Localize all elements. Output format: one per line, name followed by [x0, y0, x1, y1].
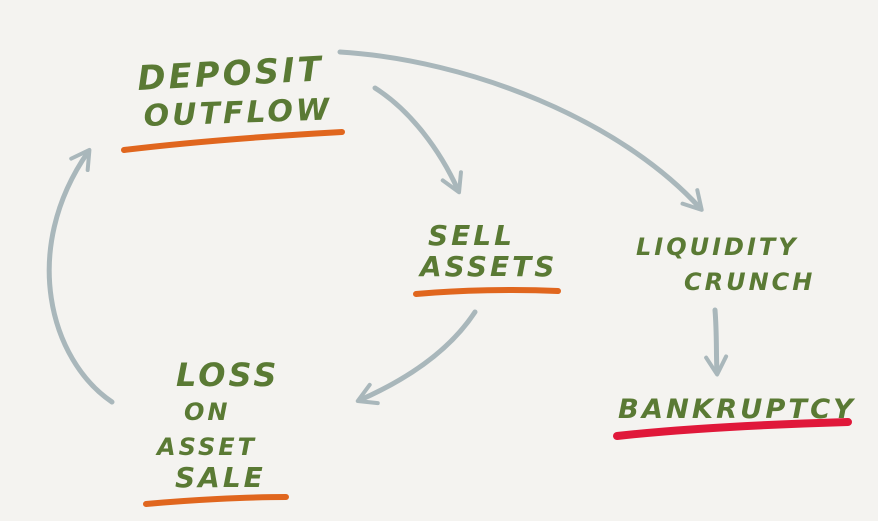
node-loss-line3: ASSET: [155, 433, 257, 461]
node-deposit-outflow-line2: OUTFLOW: [143, 92, 333, 134]
node-bankruptcy: BANKRUPTCY: [618, 394, 856, 425]
arrow-deposit-to-liquidity: [337, 49, 704, 212]
arrow-loss-to-deposit: [46, 147, 115, 405]
node-loss-line4: SALE: [175, 461, 266, 494]
underline-sell-assets: [413, 287, 561, 297]
underline-bankruptcy: [613, 418, 852, 440]
node-sell-assets-line2: ASSETS: [418, 250, 557, 283]
node-sell-assets-line1: SELL: [428, 219, 515, 252]
node-loss-line2: ON: [184, 398, 231, 426]
node-deposit-outflow-line1: DEPOSIT: [136, 49, 324, 99]
node-liquidity-crunch-line2: CRUNCH: [684, 268, 815, 296]
underline-loss-on-asset-sale: [143, 494, 289, 507]
underline-deposit-outflow: [121, 129, 345, 153]
node-liquidity-crunch-line1: LIQUIDITY: [636, 233, 799, 261]
arrow-liquidity-to-bankruptcy: [704, 307, 729, 377]
arrow-sell-to-loss: [355, 309, 478, 406]
arrow-deposit-to-sell: [372, 85, 463, 195]
node-loss-line1: LOSS: [176, 356, 279, 394]
